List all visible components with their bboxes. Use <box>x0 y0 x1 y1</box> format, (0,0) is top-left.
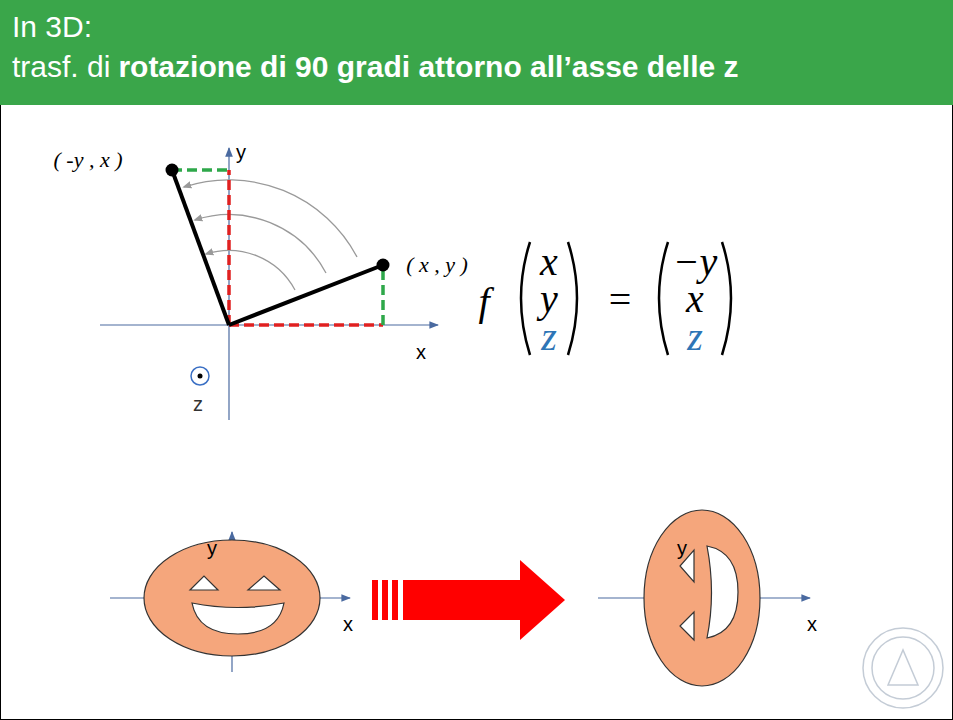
z-axis-dot <box>198 374 203 379</box>
vector-entry: z <box>541 317 557 357</box>
title-bar <box>0 0 953 105</box>
axis-label: x <box>343 614 353 634</box>
function-name: f <box>478 282 489 322</box>
y-component <box>381 265 385 325</box>
axis-label: x <box>807 614 817 634</box>
subtitle: trasf. di <box>12 50 110 84</box>
axis-label: y <box>207 538 217 558</box>
rotation-arc <box>206 250 295 290</box>
x-axis <box>100 324 438 325</box>
point-label: ( -y , x ) <box>53 149 122 171</box>
title-area: In 3D: trasf. dirotazione di 90 gradi att… <box>0 0 953 105</box>
point-rotated <box>166 164 179 177</box>
parenthesis <box>659 242 668 355</box>
z-axis-symbol <box>191 367 209 385</box>
y-component-rotated <box>172 168 229 172</box>
point-label: ( x , y ) <box>406 254 468 276</box>
point <box>377 259 390 272</box>
vector-entry: x <box>540 242 558 282</box>
vector-entry: z <box>687 317 703 357</box>
vector-entry: −y <box>673 242 718 282</box>
x-component-rotated <box>227 170 231 325</box>
pumpkin-face-rotated <box>644 510 760 686</box>
pumpkin-face <box>144 540 320 656</box>
axis-label: y <box>677 538 687 558</box>
subtitle-line: trasf. dirotazione di 90 gradi attorno a… <box>12 50 739 84</box>
rotation-arc <box>184 180 357 257</box>
parenthesis <box>521 242 530 355</box>
axis-label: y <box>236 142 246 162</box>
axis-label: z <box>193 394 203 414</box>
vector-entry: x <box>686 279 704 319</box>
parenthesis <box>568 242 577 355</box>
axis-label: x <box>416 342 426 362</box>
vector-rotated <box>172 170 229 325</box>
university-seal <box>863 628 943 708</box>
block-arrow <box>372 560 565 640</box>
vector-entry: y <box>540 279 558 319</box>
y-axis <box>228 148 229 420</box>
parenthesis <box>722 242 731 355</box>
x-component <box>229 323 383 327</box>
rotation-arc <box>195 215 326 273</box>
vector <box>229 265 383 325</box>
subtitle-bold: rotazione di 90 gradi attorno all’asse d… <box>118 50 738 84</box>
equals-sign: = <box>609 280 632 320</box>
slide-title: In 3D: <box>12 10 92 44</box>
